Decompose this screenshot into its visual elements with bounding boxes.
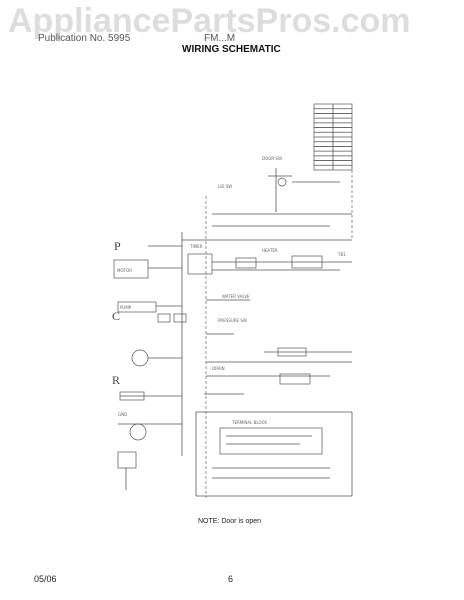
watermark-banner: AppliancePartsPros.com: [0, 0, 464, 60]
svg-text:PRESSURE SW: PRESSURE SW: [218, 318, 247, 323]
page-title: WIRING SCHEMATIC: [182, 44, 281, 55]
door-note: NOTE: Door is open: [198, 518, 262, 525]
svg-text:DOOR SW: DOOR SW: [262, 156, 282, 161]
svg-text:WATER VALVE: WATER VALVE: [222, 294, 250, 299]
footer-page-number: 6: [228, 574, 234, 584]
svg-text:PUMP: PUMP: [120, 305, 132, 310]
svg-text:DRAIN: DRAIN: [212, 366, 225, 371]
terminal-block-component: TERMINAL BLOCK GND: [117, 411, 353, 497]
svg-text:HEATER: HEATER: [262, 248, 278, 253]
watermark-text: AppliancePartsPros.com: [8, 2, 411, 40]
pump-component: PUMP WATER VALVE PRESSURE SW: [117, 294, 250, 335]
door-switch-component: DOOR SW LID SW: [218, 156, 340, 212]
svg-text:TB1: TB1: [337, 252, 346, 257]
section-letter-c: C: [112, 309, 120, 323]
model-label: FM...M: [204, 33, 236, 44]
svg-text:TIMER: TIMER: [189, 244, 203, 249]
section-letter-r: R: [112, 373, 120, 387]
svg-text:LID SW: LID SW: [218, 184, 232, 189]
svg-text:GND: GND: [118, 412, 127, 417]
wire-color-legend: [313, 103, 353, 171]
publication-number: Publication No. 5995: [38, 33, 131, 44]
section-letter-p: P: [114, 239, 121, 253]
motor-component: MOTOR TIMER HEATER TB1: [113, 244, 352, 279]
drain-component: DRAIN: [119, 347, 352, 401]
svg-text:MOTOR: MOTOR: [117, 268, 132, 273]
svg-text:TERMINAL BLOCK: TERMINAL BLOCK: [231, 420, 267, 425]
footer-date: 05/06: [34, 574, 57, 584]
